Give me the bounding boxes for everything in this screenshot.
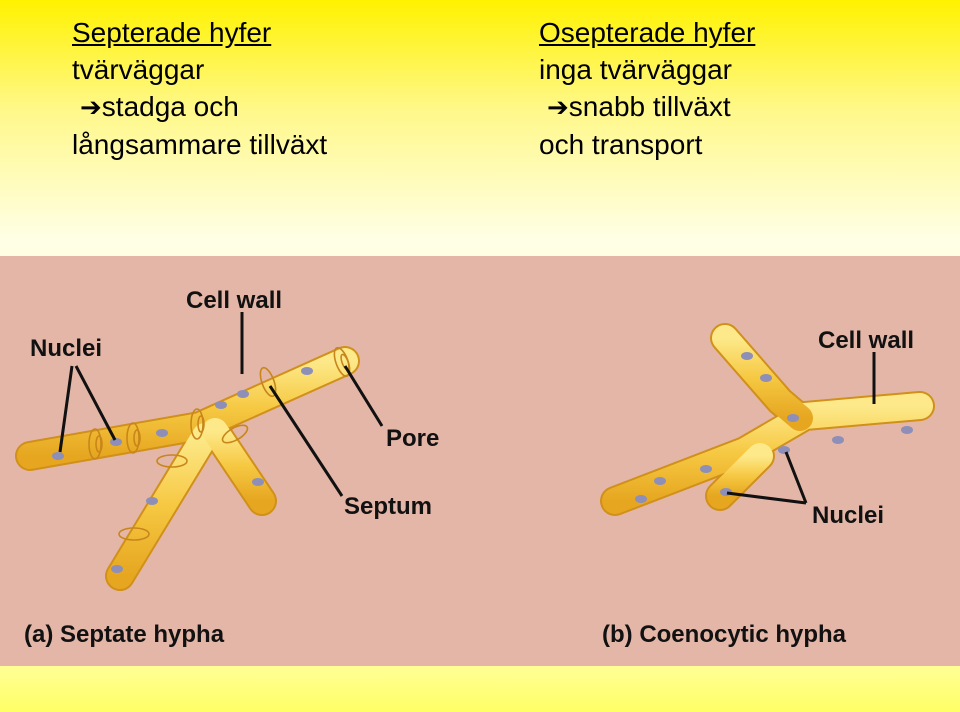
septate-text-block: Septerade hyfer tvärväggar ➔stadga och l… [72, 14, 327, 163]
coenocytic-hypha [600, 323, 935, 516]
septate-line-2: ➔stadga och [72, 88, 327, 126]
septate-line-2-text: stadga och [101, 91, 239, 122]
coenocytic-cell-wall-label: Cell wall [818, 327, 914, 354]
pore-label: Pore [386, 425, 439, 452]
coenocytic-nuclei-dots [635, 352, 913, 503]
septum-label: Septum [344, 493, 432, 520]
hypha-figure-panel: Cell wall Nuclei Pore Septum (a) Septate… [0, 256, 960, 666]
arrow-right-icon: ➔ [547, 92, 569, 122]
septate-hypha [15, 312, 384, 591]
leader-lines [58, 312, 384, 497]
coenocytic-line-3: och transport [539, 129, 703, 160]
septate-caption: (a) Septate hypha [24, 621, 225, 648]
septate-title: Septerade hyfer [72, 17, 272, 48]
septa [88, 346, 351, 541]
hypha-figure: Cell wall Nuclei Pore Septum (a) Septate… [15, 287, 935, 648]
coenocytic-title: Osepterade hyfer [539, 17, 756, 48]
coenocytic-line-2-text: snabb tillväxt [568, 91, 731, 122]
coenocytic-text-block: Osepterade hyfer inga tvärväggar ➔snabb … [539, 14, 755, 163]
coenocytic-line-2: ➔snabb tillväxt [539, 88, 755, 126]
septate-nuclei-label: Nuclei [30, 335, 102, 362]
coenocytic-line-1: inga tvärväggar [539, 54, 733, 85]
nuclei-dots [52, 367, 313, 573]
coenocytic-leader-lines [726, 352, 876, 505]
coenocytic-caption: (b) Coenocytic hypha [602, 621, 847, 648]
septate-line-3: långsammare tillväxt [72, 129, 328, 160]
coenocytic-nuclei-label: Nuclei [812, 502, 884, 529]
arrow-right-icon: ➔ [80, 92, 102, 122]
septate-line-1: tvärväggar [72, 54, 205, 85]
septate-cell-wall-label: Cell wall [186, 287, 282, 314]
